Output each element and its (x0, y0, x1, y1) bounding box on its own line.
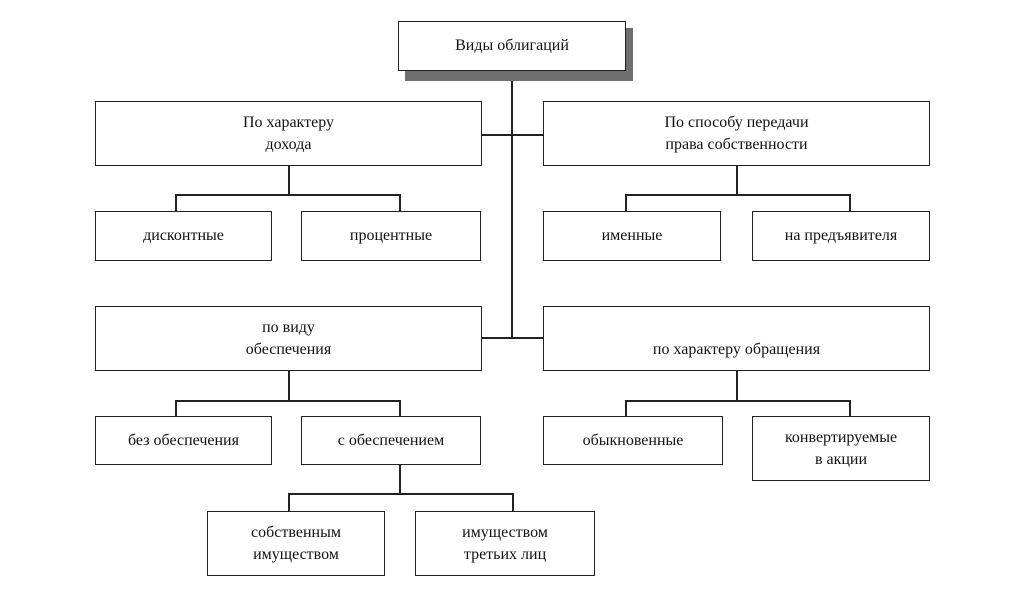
category-income-line2: дохода (265, 135, 312, 153)
connector-trunk (511, 70, 513, 338)
category-ownership-line1: По способу передачи (664, 113, 809, 131)
leaf-third-party-line2: третьих лиц (463, 545, 547, 563)
connector-interest (399, 194, 401, 212)
leaf-discount-label: дисконтные (143, 227, 224, 244)
connector-security-bar (175, 400, 401, 402)
leaf-interest-label: процентные (349, 227, 433, 244)
category-security-line1: по виду (262, 318, 315, 336)
category-income: По характеру дохода (95, 101, 482, 166)
leaf-third-party-line1: имуществом (462, 523, 548, 541)
leaf-convertible-line1: конвертируемые (784, 428, 898, 446)
leaf-convertible: конвертируемые в акции (752, 416, 930, 481)
leaf-bearer: на предъявителя (752, 211, 930, 261)
connector-secured (399, 400, 401, 417)
category-security-line2: обеспечения (245, 340, 332, 358)
connector-own-property (288, 493, 290, 512)
leaf-bearer-label: на предъявителя (784, 227, 898, 244)
category-income-line1: По характеру (243, 113, 334, 131)
connector-registered (625, 194, 627, 212)
leaf-third-party: имуществом третьих лиц (415, 511, 595, 576)
category-ownership-line2: права собственности (665, 135, 808, 153)
root-label: Виды облигаций (455, 37, 569, 54)
leaf-secured: с обеспечением (301, 416, 481, 465)
leaf-discount: дисконтные (95, 211, 272, 261)
leaf-interest: процентные (301, 211, 481, 261)
leaf-convertible-line2: в акции (814, 450, 868, 468)
category-circulation-line1: по характеру обращения (652, 341, 821, 358)
leaf-own-property-line1: собственным (251, 523, 341, 541)
leaf-secured-label: с обеспечением (337, 431, 445, 449)
connector-ordinary (625, 400, 627, 417)
connector-secured-down (399, 464, 401, 494)
connector-third-party (512, 493, 514, 512)
connector-security (482, 337, 544, 339)
connector-bearer (849, 194, 851, 212)
leaf-ordinary: обыкновенные (543, 416, 723, 465)
leaf-unsecured-label: без обеспечения (128, 431, 239, 449)
connector-ownership-bar (625, 194, 851, 196)
root-box: Виды облигаций (398, 21, 626, 71)
leaf-own-property: собственным имуществом (207, 511, 385, 576)
connector-discount (175, 194, 177, 212)
category-security: по виду обеспечения (95, 306, 482, 371)
connector-circulation-down (736, 370, 738, 401)
connector-ownership-down (736, 165, 738, 195)
connector-income (482, 134, 544, 136)
connector-secured-bar (288, 493, 514, 495)
connector-unsecured (175, 400, 177, 417)
leaf-own-property-line2: имуществом (253, 545, 339, 563)
leaf-registered: именные (543, 211, 721, 261)
category-circulation: по характеру обращения (543, 306, 930, 371)
connector-security-down (288, 370, 290, 401)
connector-income-bar (175, 194, 401, 196)
leaf-unsecured: без обеспечения (95, 416, 272, 465)
leaf-registered-label: именные (601, 227, 663, 244)
connector-convertible (849, 400, 851, 417)
leaf-ordinary-label: обыкновенные (582, 431, 684, 449)
category-ownership: По способу передачи права собственности (543, 101, 930, 166)
connector-circulation-bar (625, 400, 851, 402)
connector-income-down (288, 165, 290, 195)
